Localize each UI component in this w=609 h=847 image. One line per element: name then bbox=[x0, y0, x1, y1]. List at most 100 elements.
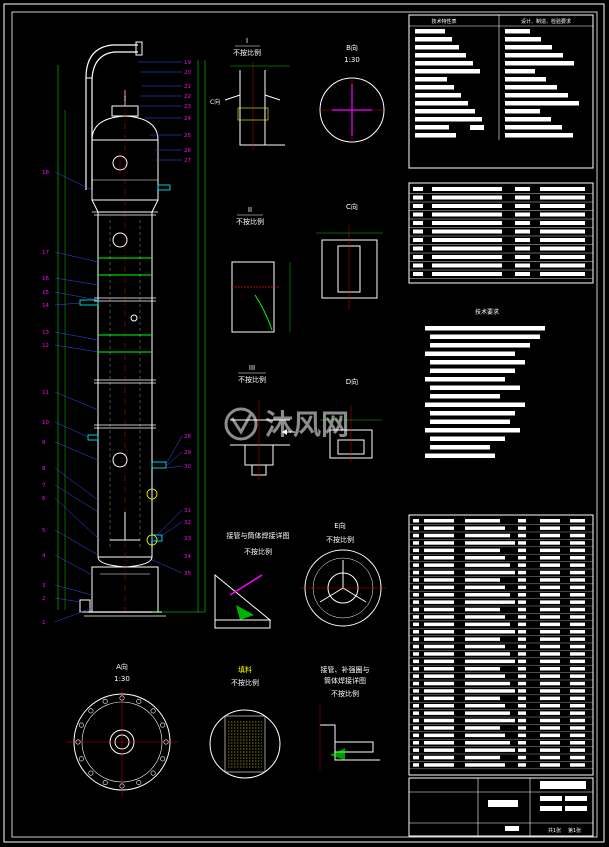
bolt-hole bbox=[119, 783, 125, 789]
table-cell bbox=[570, 763, 585, 767]
table-cell bbox=[540, 519, 560, 523]
nozzle-table bbox=[408, 182, 594, 284]
part-number: 29 bbox=[184, 450, 191, 456]
table-cell bbox=[570, 615, 585, 619]
table-cell bbox=[424, 755, 454, 760]
table-cell bbox=[413, 563, 419, 567]
table-cell bbox=[413, 689, 419, 693]
bolt-hole bbox=[78, 722, 84, 728]
table-cell bbox=[518, 533, 526, 538]
detail-2-title: II bbox=[248, 206, 252, 214]
column-elevation bbox=[57, 41, 206, 617]
table-cell bbox=[413, 667, 419, 671]
table-cell bbox=[570, 696, 585, 701]
table-cell bbox=[570, 755, 585, 760]
part-number: 26 bbox=[184, 148, 191, 154]
table-cell bbox=[540, 659, 560, 664]
table-cell bbox=[505, 53, 563, 58]
table-cell bbox=[570, 652, 585, 656]
table-cell bbox=[413, 187, 423, 191]
table-cell bbox=[518, 556, 526, 560]
table-cell bbox=[505, 77, 546, 82]
table-cell bbox=[415, 77, 447, 82]
table-cell bbox=[413, 526, 419, 530]
table-cell bbox=[518, 681, 526, 686]
reinforcement-weld-detail: 接管、补强圈与 筒体焊接详图 不按比例 bbox=[319, 665, 380, 770]
part-number: 27 bbox=[184, 158, 191, 164]
table-cell bbox=[540, 637, 560, 641]
detail-1: I 不按比例 C向 bbox=[210, 37, 290, 150]
table-cell bbox=[570, 526, 585, 530]
table-cell bbox=[432, 204, 502, 208]
table-cell bbox=[540, 667, 560, 671]
drawing-border bbox=[11, 11, 598, 838]
table-cell bbox=[413, 615, 419, 619]
table-cell bbox=[415, 53, 466, 58]
table-cell bbox=[424, 681, 454, 686]
table-cell bbox=[465, 593, 510, 597]
view-d: D向 bbox=[320, 377, 382, 462]
bolt-hole bbox=[88, 708, 94, 714]
table-cell bbox=[413, 238, 423, 242]
table-cell bbox=[424, 607, 454, 612]
table-cell bbox=[413, 272, 423, 276]
table-cell bbox=[540, 221, 585, 225]
table-cell bbox=[465, 519, 500, 523]
table-cell bbox=[413, 255, 423, 259]
part-number: 24 bbox=[184, 116, 191, 122]
table-cell bbox=[413, 652, 419, 656]
table-cell bbox=[413, 711, 419, 715]
table-cell bbox=[518, 733, 526, 738]
table-cell bbox=[515, 204, 530, 208]
part-number: 34 bbox=[184, 554, 191, 560]
table-cell bbox=[424, 637, 454, 641]
table-cell bbox=[413, 533, 419, 538]
table-cell bbox=[465, 578, 500, 582]
bolt-hole bbox=[150, 708, 156, 714]
technical-requirements: 技术要求 bbox=[425, 308, 545, 458]
bolt-hole bbox=[78, 756, 84, 762]
table-cell bbox=[465, 541, 515, 545]
table-cell bbox=[413, 748, 419, 752]
table-cell bbox=[413, 221, 423, 225]
view-a: A向 1:30 bbox=[66, 662, 178, 796]
tech-req-line bbox=[425, 326, 545, 331]
table-cell bbox=[540, 644, 560, 649]
table-cell bbox=[518, 578, 526, 582]
table-cell bbox=[465, 763, 505, 767]
part-number: 9 bbox=[42, 440, 46, 446]
table-cell bbox=[518, 748, 526, 752]
table-cell bbox=[518, 600, 526, 604]
table-cell bbox=[413, 263, 423, 268]
table-cell bbox=[432, 221, 502, 225]
table-cell bbox=[515, 187, 530, 191]
part-number: 5 bbox=[42, 528, 46, 534]
bolt-hole bbox=[136, 780, 142, 786]
table-cell bbox=[540, 696, 560, 701]
table-cell bbox=[515, 195, 530, 200]
table-cell bbox=[540, 704, 560, 708]
table-cell bbox=[515, 212, 530, 217]
bolt-hole bbox=[136, 698, 142, 704]
table-cell bbox=[570, 585, 585, 590]
view-d-title: D向 bbox=[346, 377, 358, 386]
tech-req-line bbox=[430, 368, 515, 373]
view-c: C向 bbox=[316, 202, 383, 310]
table-cell bbox=[432, 187, 502, 191]
table-cell bbox=[518, 659, 526, 664]
table-cell bbox=[570, 578, 585, 582]
table-cell bbox=[424, 733, 454, 738]
part-number: 4 bbox=[42, 553, 46, 559]
table-cell bbox=[540, 578, 560, 582]
table-cell bbox=[424, 548, 454, 553]
view-a-scale: 1:30 bbox=[114, 675, 130, 683]
table-cell bbox=[505, 37, 541, 42]
table-cell bbox=[465, 630, 515, 634]
table-cell bbox=[413, 607, 419, 612]
table-cell bbox=[465, 533, 510, 538]
table-cell bbox=[540, 733, 560, 738]
view-e-title: E向 bbox=[334, 521, 345, 530]
table-cell bbox=[424, 674, 454, 678]
table-cell bbox=[540, 195, 585, 200]
